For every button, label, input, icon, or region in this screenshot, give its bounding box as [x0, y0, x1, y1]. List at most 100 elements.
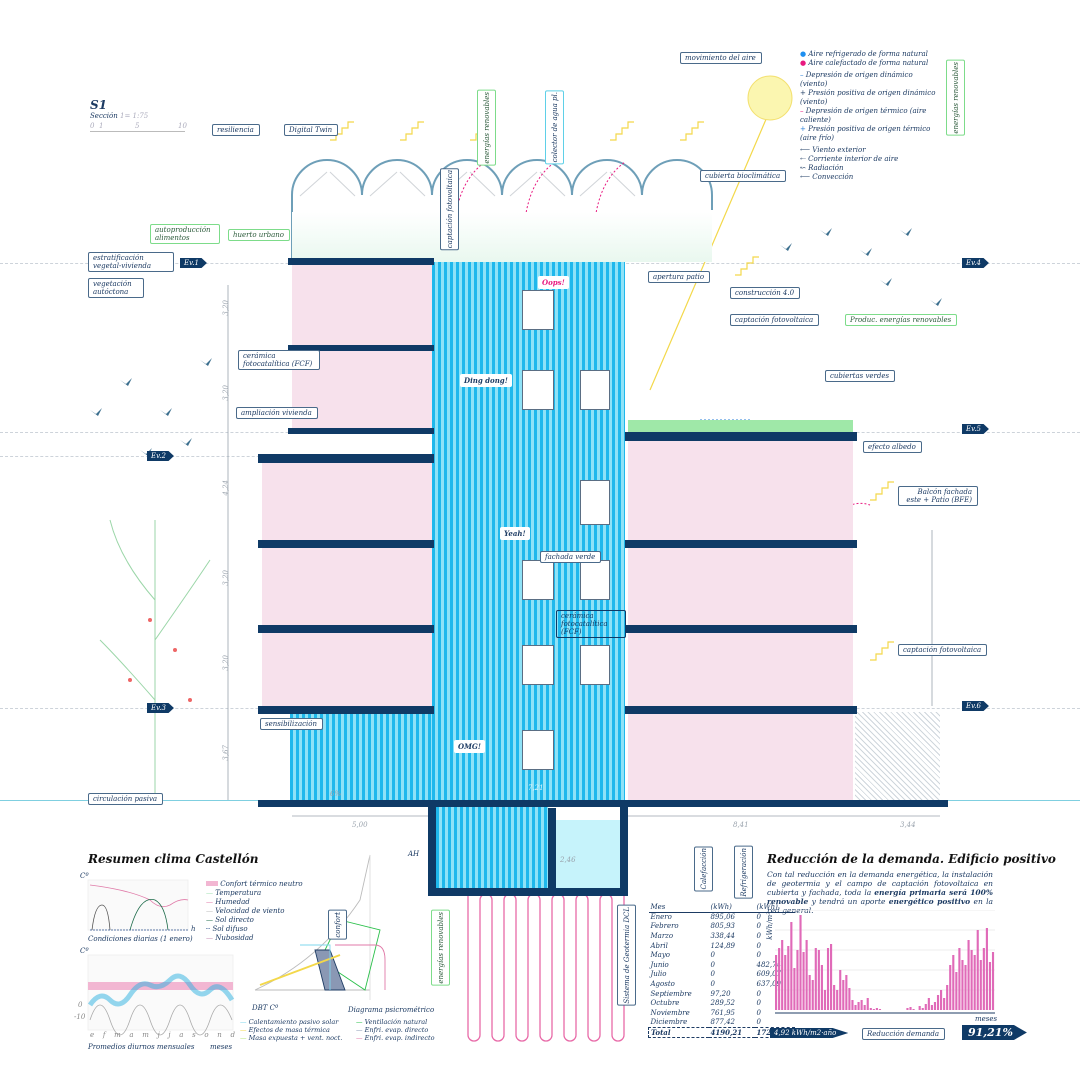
legend-item: ● Aire calefactado de forma natural [800, 59, 929, 67]
demand-bar [964, 965, 967, 1010]
total-cell: 1726,9 [756, 1028, 784, 1038]
label-confort: confort [328, 910, 347, 940]
label-produc: Produc. energías renovables [845, 314, 958, 326]
label-energias-right: energías renovables [946, 60, 965, 136]
month-tick: m [142, 1031, 149, 1039]
psychrometric-chart [254, 854, 386, 1000]
demand-bar [878, 1009, 882, 1010]
text: y tendrá un aporte [808, 897, 889, 906]
demand-bar [808, 975, 811, 1010]
legend-text: Confort térmico neutro [220, 880, 303, 888]
demand-bar [958, 948, 961, 1010]
month-tick: d [230, 1031, 235, 1039]
window [522, 730, 554, 770]
demand-bar [851, 1000, 854, 1010]
slab [258, 454, 434, 463]
label-ceramica-mid: cerámica fotocatalítica (FCF) [556, 610, 626, 638]
legend-text: — Calentamiento pasivo solar [240, 1018, 339, 1026]
month-tick: m [114, 1031, 121, 1039]
legend-text: Humedad [215, 898, 250, 906]
month-tick: a [129, 1031, 134, 1039]
header-cell: (kWh) [710, 903, 732, 912]
demand-bar [842, 980, 845, 1010]
demand-bar [781, 940, 784, 1010]
demand-bar [863, 1005, 866, 1010]
demand-text: Con tal reducción en la demanda energéti… [767, 870, 993, 915]
demand-bar [872, 1009, 875, 1010]
demand-bar [991, 952, 995, 1010]
table-cell: Noviembre [650, 1008, 690, 1017]
table-cell: 0 [756, 941, 761, 950]
ground-slab [258, 800, 948, 807]
window [522, 370, 554, 410]
text: Con tal reducción en la demanda energéti… [767, 870, 993, 897]
section-title: S1 [90, 98, 108, 112]
demand-bar [811, 980, 814, 1010]
label-colector: colector de agua pl. [545, 90, 564, 165]
table-cell: 0 [756, 1008, 761, 1017]
demand-bar [848, 988, 851, 1010]
label-captacion-right: captación fotovoltaica [730, 314, 820, 326]
scale-tick: 5 [135, 122, 140, 130]
scale-text: 1= 1:75 [119, 112, 149, 120]
demand-bar [906, 1008, 909, 1010]
slab [258, 706, 434, 714]
legend-item: – Depresión de origen dinámico (viento) [800, 71, 913, 88]
speech-yeah: Yeah! [500, 527, 530, 540]
label-captacion-vert: captación fotovoltaica [440, 168, 459, 251]
greenhouse-arches [291, 159, 713, 262]
demand-bar [988, 962, 992, 1010]
demand-title: Reducción de la demanda. Edificio positi… [767, 852, 1056, 866]
table-cell: 761,95 [710, 1008, 736, 1017]
slab [625, 432, 857, 441]
speech-oops: Oops! [538, 276, 569, 289]
rooftop-garden [292, 212, 712, 262]
label-construccion: construcción 4.0 [730, 287, 801, 299]
legend-text: Aire refrigerado de forma natural [808, 50, 928, 58]
legend-item: ⟵ Convección [800, 173, 854, 181]
legend-text: — Efectos de masa térmica [240, 1026, 330, 1034]
dim-width: 8,41 [733, 821, 749, 829]
header-cell: (kWh) [756, 903, 778, 912]
month-tick: f [102, 1031, 106, 1039]
legend-text: — Ventilación natural [356, 1018, 428, 1026]
table-cell: Enero [650, 913, 672, 922]
window [580, 480, 610, 525]
legend-item: + Presión positiva de origen dinámico (v… [800, 89, 936, 106]
demand-bar [909, 1007, 912, 1010]
geothermal-loops [467, 893, 625, 1042]
month-tick: s [192, 1031, 196, 1039]
table-cell: 0 [756, 932, 761, 941]
demand-bar [845, 975, 848, 1010]
speech-omg: OMG! [454, 740, 485, 753]
level-tag: Ev.1 [180, 258, 207, 268]
table-cell: 609,07 [756, 970, 782, 979]
demand-bar [949, 965, 952, 1010]
scale-tick: 0 [90, 122, 95, 130]
ramp-slope: 6% [330, 790, 342, 798]
legend-text: Enfri. evap. indirecto [364, 1034, 435, 1042]
chart-xlabel: meses [975, 1015, 998, 1023]
demand-bar [793, 968, 796, 1010]
legend-text: Presión positiva de origen dinámico (vie… [800, 89, 936, 106]
dim-height: 3,67 [222, 745, 230, 761]
axis-c: Cº [80, 872, 89, 880]
table-cell: 805,93 [710, 922, 736, 931]
demand-bar [875, 1008, 878, 1010]
legend-text: Convección [812, 173, 854, 181]
psychro-title: Diagrama psicrométrico [348, 1006, 435, 1014]
table-cell: 482,74 [756, 960, 782, 969]
scale-bar: 0 1 5 10 [90, 122, 187, 132]
legend-item: ● Aire refrigerado de forma natural [800, 50, 928, 58]
green-roof [628, 420, 853, 432]
legend-item: — Sol directo [206, 916, 254, 924]
col-heat-label: Calefacción [694, 846, 713, 892]
legend-item: — Temperatura [206, 889, 262, 897]
demand-bar [833, 985, 836, 1010]
window [580, 370, 610, 410]
slab [258, 540, 434, 548]
